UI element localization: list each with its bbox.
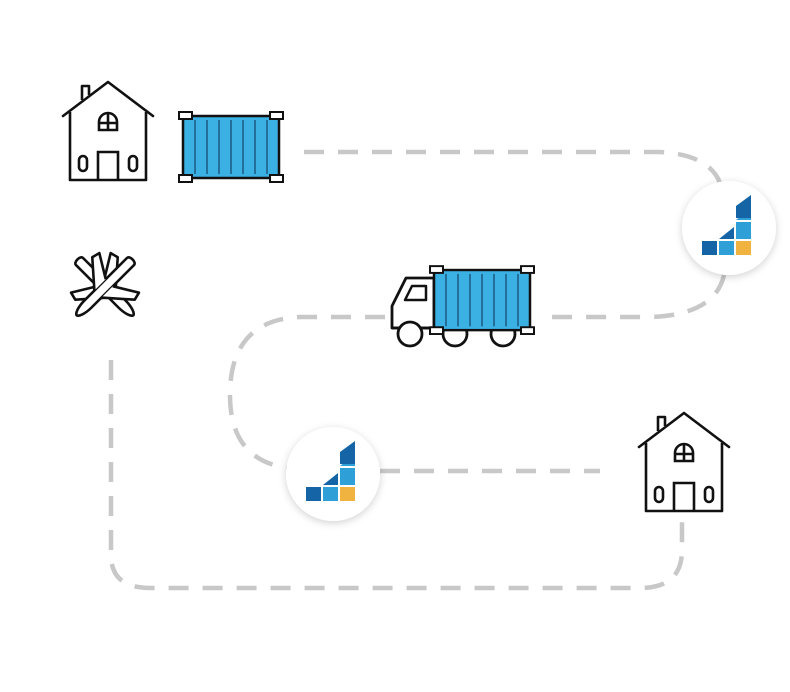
bar-logo-icon [702,195,751,255]
hub-badge-2 [286,427,380,521]
route-air-to-destination [108,360,685,591]
crossed-airplanes-icon [54,236,156,338]
destination-house-icon [637,411,731,513]
container-truck-icon [390,264,536,348]
bar-logo-icon [306,441,355,501]
route-paths [108,149,727,591]
route-hub-1-to-truck [538,274,727,320]
origin-house-icon [61,80,155,182]
shipping-container-icon [177,110,285,184]
hub-badge-1 [682,181,776,275]
route-origin-to-hub-1 [304,149,725,191]
route-truck-to-hub-2 [227,314,385,471]
